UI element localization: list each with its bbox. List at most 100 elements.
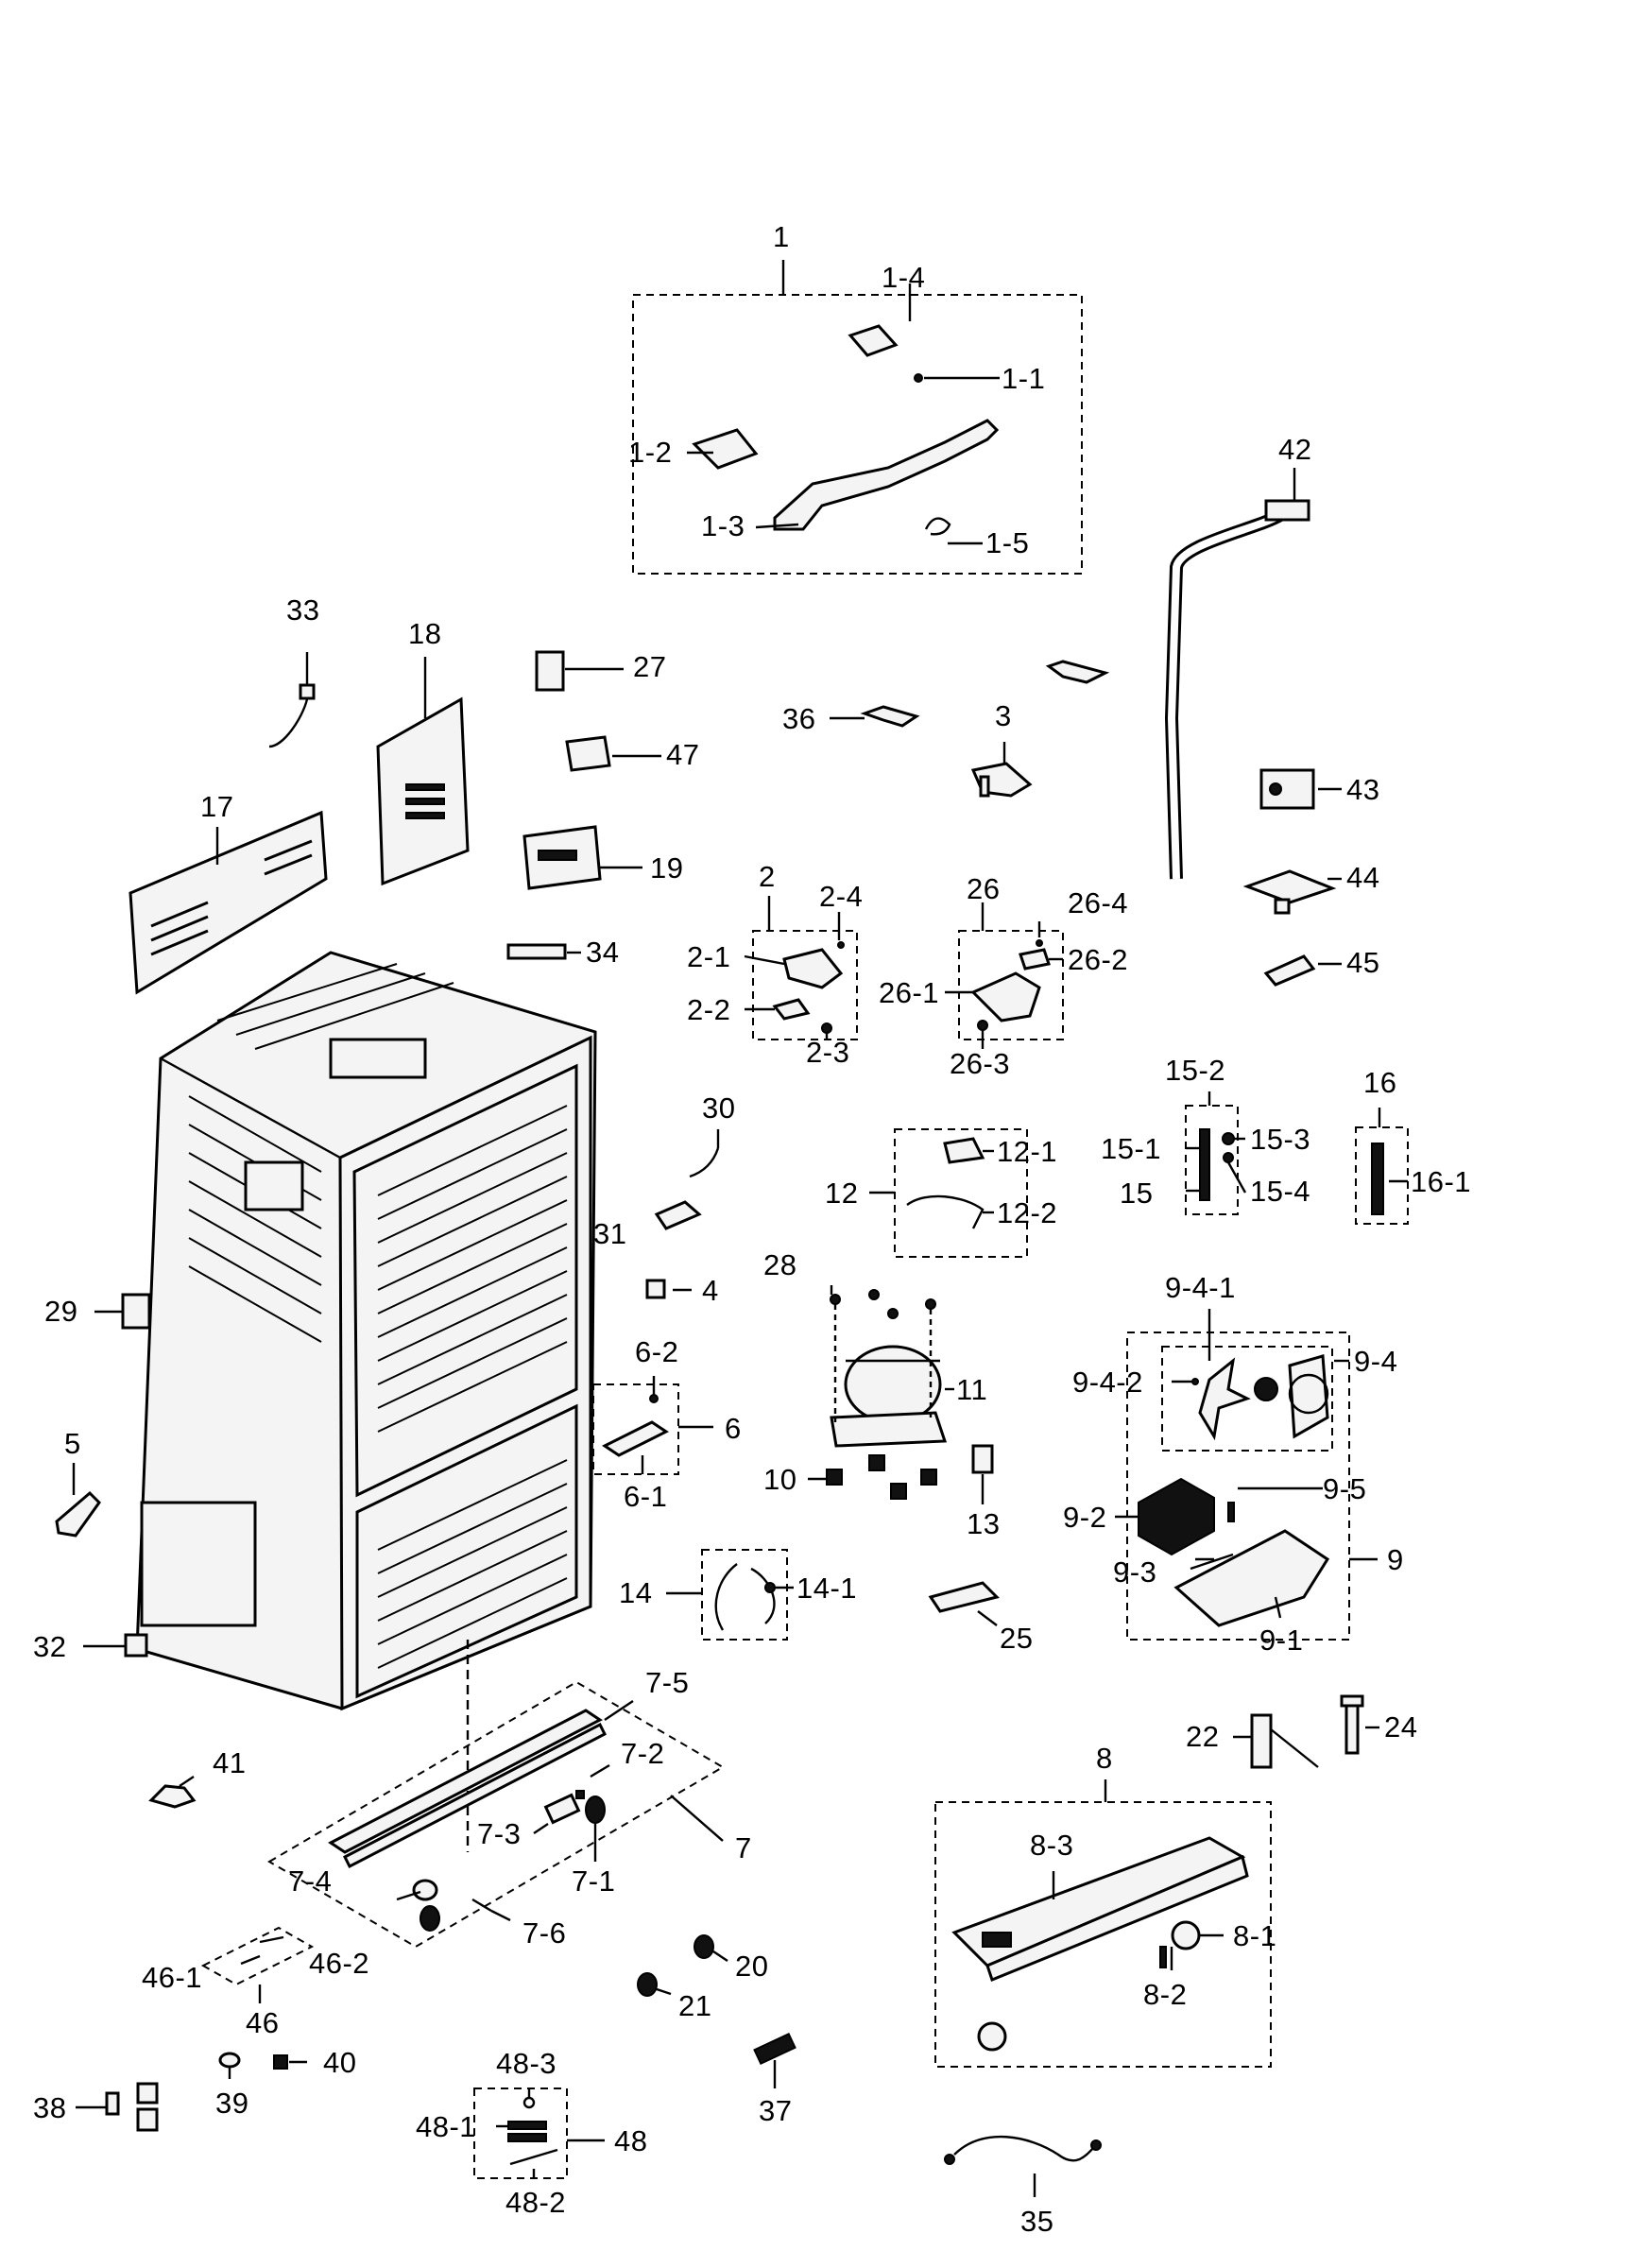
group-box-46 xyxy=(200,1926,315,2003)
callout-8-2: 8-2 xyxy=(1143,1978,1188,2011)
board-27 xyxy=(535,650,624,692)
drier-22 xyxy=(1233,1713,1319,1769)
callout-26-3: 26-3 xyxy=(950,1047,1011,1080)
callout-1-2: 1-2 xyxy=(628,436,673,469)
part-5 xyxy=(55,1463,101,1538)
callout-2-1: 2-1 xyxy=(687,940,731,973)
rail-7-5 xyxy=(328,1700,634,1869)
group-box-14 xyxy=(666,1549,788,1641)
callout-7-4: 7-4 xyxy=(288,1864,333,1898)
pin-16 xyxy=(1371,1143,1408,1215)
part-37 xyxy=(753,2032,796,2088)
group-box-12 xyxy=(869,1128,1028,1258)
parts-7-sub xyxy=(396,1763,610,1932)
part-45-clip xyxy=(1263,954,1342,987)
callout-7-6: 7-6 xyxy=(522,1916,567,1950)
board-19 xyxy=(522,825,642,890)
callout-7: 7 xyxy=(735,1831,752,1864)
callout-30: 30 xyxy=(702,1091,736,1125)
callout-31: 31 xyxy=(593,1217,627,1250)
fan-9-4 xyxy=(1172,1309,1329,1441)
callout-15-3: 15-3 xyxy=(1250,1123,1311,1156)
callout-9: 9 xyxy=(1387,1543,1404,1576)
springs-20-21 xyxy=(637,1934,728,1997)
callout-9-4: 9-4 xyxy=(1354,1345,1398,1378)
bracket-upper-right xyxy=(1045,660,1110,684)
wire-35 xyxy=(944,2135,1102,2197)
group-box-8 xyxy=(934,1779,1272,2068)
group-box-16 xyxy=(1355,1108,1409,1225)
callout-18: 18 xyxy=(408,617,442,650)
cover-17 xyxy=(128,810,328,995)
callout-39: 39 xyxy=(215,2087,249,2120)
callout-1-3: 1-3 xyxy=(701,509,745,542)
callout-8-1: 8-1 xyxy=(1233,1919,1277,1952)
callout-3: 3 xyxy=(995,699,1012,732)
callout-9-5: 9-5 xyxy=(1323,1472,1367,1505)
callout-44: 44 xyxy=(1346,861,1380,894)
callout-22: 22 xyxy=(1186,1720,1220,1753)
callout-1: 1 xyxy=(773,220,790,253)
callout-5: 5 xyxy=(64,1427,81,1460)
group-1-leaders xyxy=(687,284,1000,545)
callout-40: 40 xyxy=(323,2046,357,2079)
callout-26-1: 26-1 xyxy=(879,976,940,1009)
hinge-bracket-part xyxy=(692,324,1000,536)
callout-8: 8 xyxy=(1096,1742,1113,1775)
callout-12: 12 xyxy=(825,1177,859,1210)
group-box-9 xyxy=(1126,1332,1378,1641)
part-32 xyxy=(83,1633,148,1658)
callout-19: 19 xyxy=(650,851,684,885)
callout-9-4-1: 9-4-1 xyxy=(1165,1271,1236,1304)
callout-14-1: 14-1 xyxy=(796,1572,858,1605)
callout-48: 48 xyxy=(614,2124,648,2157)
callout-46-2: 46-2 xyxy=(309,1947,370,1980)
callout-2-3: 2-3 xyxy=(806,1036,850,1069)
callout-48-2: 48-2 xyxy=(505,2186,567,2219)
part-4 xyxy=(645,1279,692,1299)
callout-9-4-2: 9-4-2 xyxy=(1072,1366,1143,1399)
callout-42: 42 xyxy=(1278,433,1312,466)
group-box-6 xyxy=(592,1383,713,1475)
callout-1-5: 1-5 xyxy=(985,526,1030,559)
callout-28: 28 xyxy=(763,1248,797,1281)
callout-10: 10 xyxy=(763,1463,797,1496)
callout-43: 43 xyxy=(1346,773,1380,806)
part-44-plate xyxy=(1242,869,1342,915)
callout-15: 15 xyxy=(1120,1177,1154,1210)
sensor-30-31 xyxy=(654,1129,720,1230)
callout-46-1: 46-1 xyxy=(142,1961,203,1994)
tube-14 xyxy=(714,1563,794,1631)
callout-7-5: 7-5 xyxy=(645,1666,690,1699)
callout-48-1: 48-1 xyxy=(416,2110,477,2143)
callout-24: 24 xyxy=(1384,1710,1418,1744)
callout-15-2: 15-2 xyxy=(1165,1054,1226,1087)
harness-12 xyxy=(906,1137,994,1229)
drain-tube-part xyxy=(1164,468,1310,880)
hinge-26 xyxy=(945,921,1063,1049)
motor-9-2 xyxy=(1115,1477,1323,1556)
callout-38: 38 xyxy=(33,2091,67,2124)
parts-48 xyxy=(496,2088,558,2178)
part-43-module xyxy=(1259,768,1342,810)
group-box-26 xyxy=(958,902,1064,1040)
clips-38 xyxy=(76,2082,159,2132)
cover-18 xyxy=(376,657,470,886)
callout-34: 34 xyxy=(586,936,620,969)
hinge-3 xyxy=(970,742,1033,798)
tube-24 xyxy=(1340,1694,1379,1755)
callout-14: 14 xyxy=(619,1576,653,1609)
callout-26-2: 26-2 xyxy=(1068,943,1129,976)
compressor-11 xyxy=(830,1285,954,1448)
callout-9-2: 9-2 xyxy=(1063,1501,1107,1534)
callout-6-1: 6-1 xyxy=(624,1480,668,1513)
group-box-48 xyxy=(473,2088,605,2179)
part-40 xyxy=(273,2054,307,2070)
refrigerator-cabinet xyxy=(135,951,597,1852)
callout-7-1: 7-1 xyxy=(572,1864,616,1898)
callout-26-4: 26-4 xyxy=(1068,886,1129,919)
callout-9-3: 9-3 xyxy=(1113,1555,1157,1589)
callout-12-2: 12-2 xyxy=(997,1196,1058,1229)
callout-1-4: 1-4 xyxy=(882,261,926,294)
